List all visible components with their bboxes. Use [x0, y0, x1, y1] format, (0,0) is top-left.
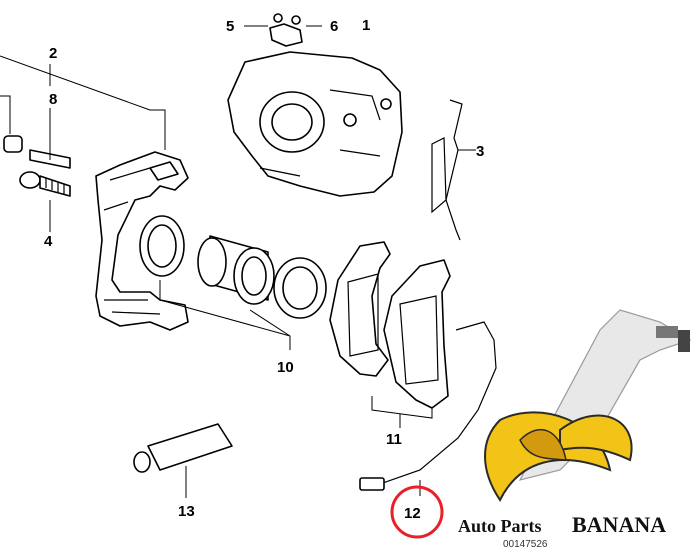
guide-pin-assembly: [3, 135, 71, 197]
carrier-lead-lines: [0, 55, 166, 150]
callout-12: 12: [404, 505, 421, 522]
caliper-housing: [227, 51, 403, 197]
watermark-line2: BANANA: [572, 512, 666, 537]
reference-number: 00147526: [503, 539, 548, 550]
watermark-line1: Auto Parts: [458, 516, 542, 536]
grease-tube: [133, 423, 233, 498]
callout-3: 3: [476, 143, 484, 160]
callout-5: 5: [226, 18, 234, 35]
banana-logo: [484, 411, 633, 502]
pad-wear-sensor: [359, 321, 497, 496]
callout-11: 11: [386, 431, 402, 448]
callout-labels: 1 2 8 3 4 5 6 10 11 13 12: [44, 17, 484, 539]
caliper-carrier-bracket: [95, 151, 189, 331]
highlight-circle: [390, 485, 444, 539]
callout-4: 4: [44, 233, 53, 250]
callout-8: 8: [49, 91, 57, 108]
anti-rattle-spring: [431, 99, 476, 241]
callout-6: 6: [330, 18, 338, 35]
callout-2: 2: [49, 45, 57, 62]
brake-pads: [329, 241, 451, 428]
piston-and-seals: [139, 215, 327, 350]
callout-13: 13: [178, 503, 195, 520]
bleeder-valve: [244, 13, 322, 47]
callout-10: 10: [277, 359, 294, 376]
callout-1: 1: [362, 17, 370, 34]
